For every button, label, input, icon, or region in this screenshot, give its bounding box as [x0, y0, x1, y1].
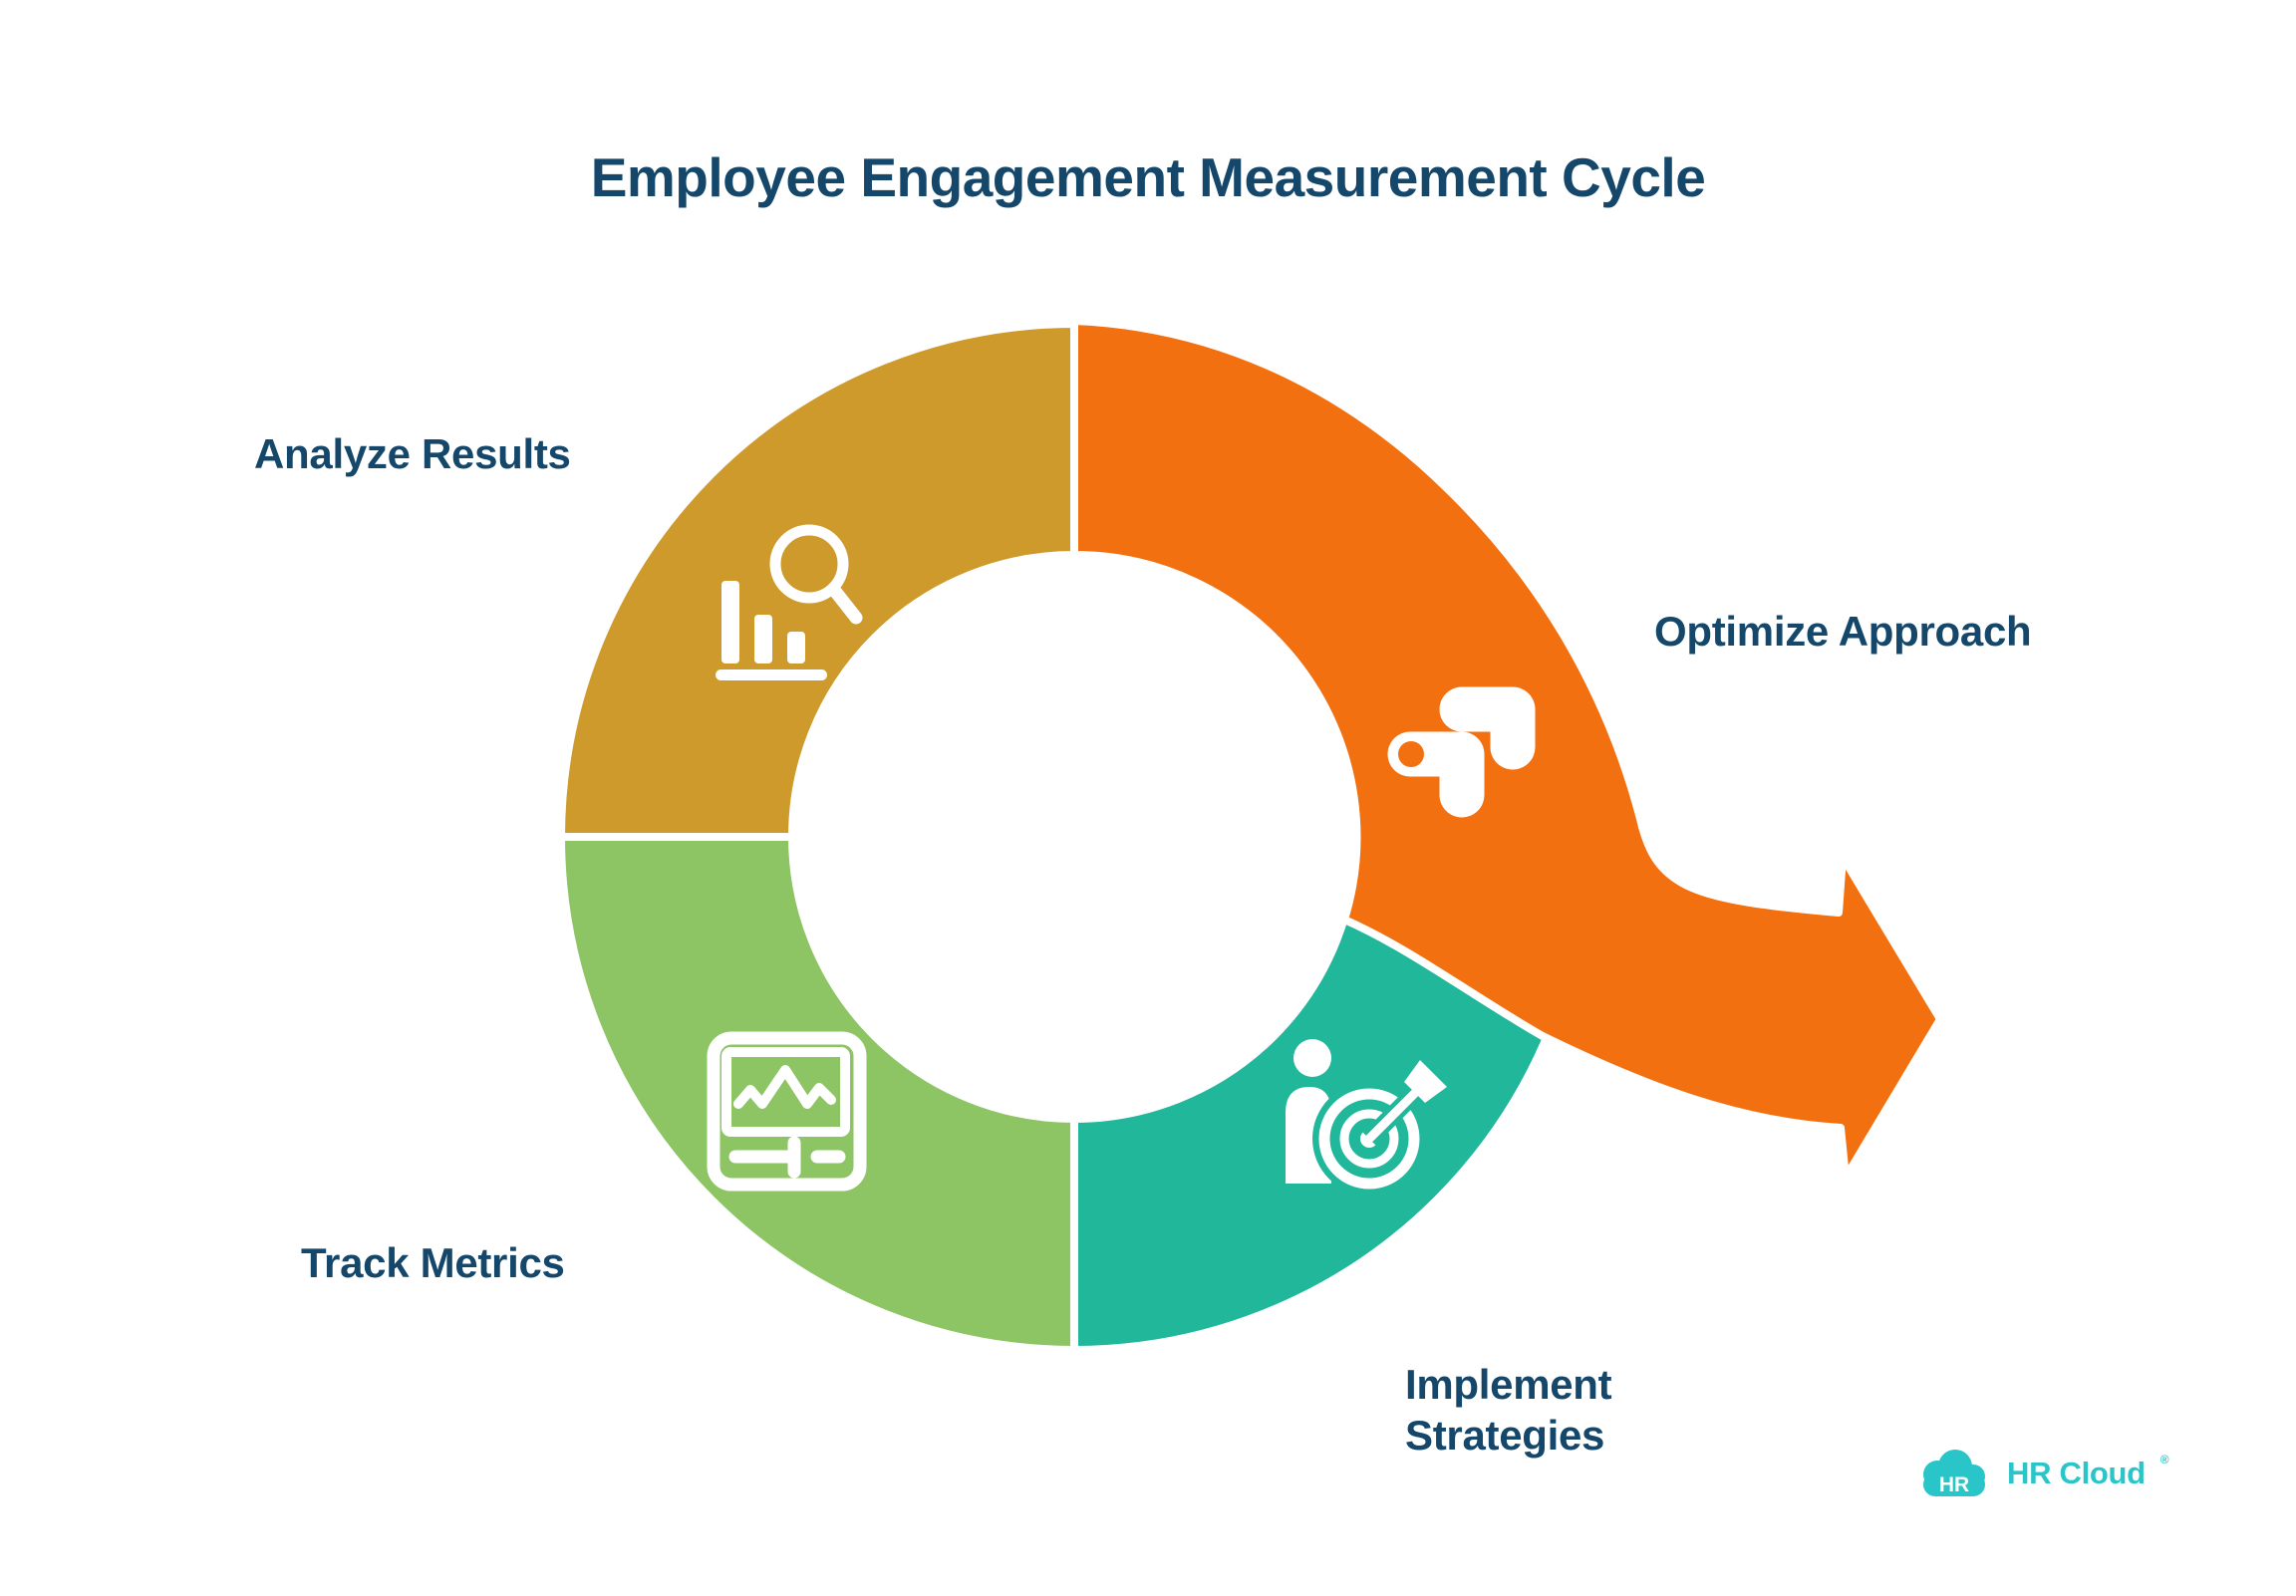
segment-analyze-results	[557, 320, 1078, 841]
track-metrics-icon	[707, 1031, 867, 1192]
label-analyze-results: Analyze Results	[254, 430, 571, 477]
page-title: Employee Engagement Measurement Cycle	[590, 146, 1706, 208]
hr-cloud-logo: HR HR Cloud ®	[1915, 1445, 2169, 1502]
analyze-results-icon	[716, 524, 863, 680]
label-optimize-approach: Optimize Approach	[1654, 608, 2032, 655]
logo-badge-text: HR	[1939, 1473, 1969, 1496]
registered-mark: ®	[2159, 1453, 2169, 1466]
arrow-dot	[1398, 741, 1424, 767]
label-implement-strategies: Implement Strategies	[1405, 1361, 1612, 1460]
optimize-approach-icon	[1387, 686, 1536, 818]
label-track-metrics: Track Metrics	[301, 1239, 565, 1286]
logo-brand-text: HR Cloud	[2007, 1456, 2146, 1490]
hr-cloud-logo-icon: HR	[1923, 1450, 1985, 1496]
implement-strategies-icon	[1286, 1039, 1447, 1196]
